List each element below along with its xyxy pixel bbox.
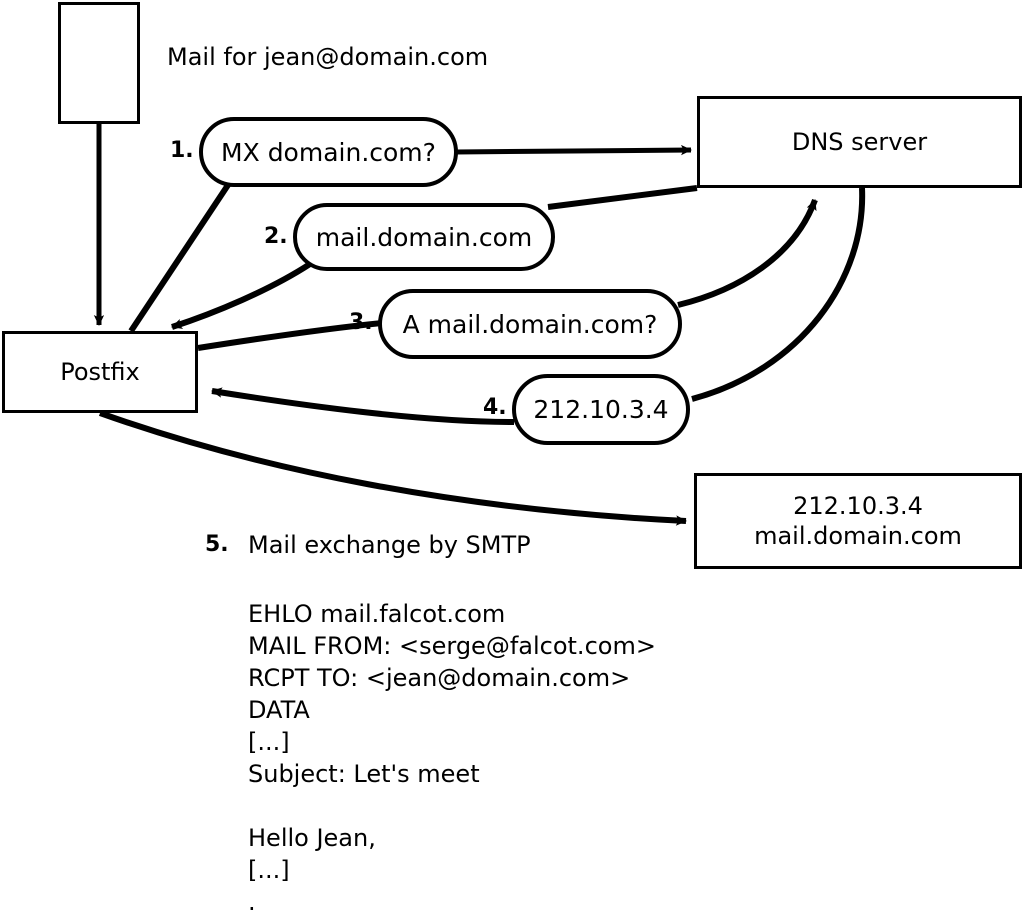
dns-server-box[interactable]: DNS server xyxy=(697,96,1022,188)
step-number-2: 2. xyxy=(264,224,288,249)
bubble-a-query[interactable]: A mail.domain.com? xyxy=(378,289,682,359)
sender-host-box[interactable] xyxy=(58,2,140,124)
tail-step2-to-dns xyxy=(547,185,698,210)
dns-server-label: DNS server xyxy=(791,128,928,156)
bubble-a-answer-label: 212.10.3.4 xyxy=(533,395,669,424)
remote-mail-server-ip: 212.10.3.4 xyxy=(793,492,923,520)
arrow-step1-to-dns xyxy=(455,144,692,156)
arrow-step4-to-postfix xyxy=(211,387,515,425)
step-number-1: 1. xyxy=(170,138,194,163)
remote-mail-server-label: 212.10.3.4 mail.domain.com xyxy=(697,491,1019,551)
bubble-mx-query-label: MX domain.com? xyxy=(221,137,436,167)
postfix-box[interactable]: Postfix xyxy=(2,331,198,413)
arrow-step2-to-postfix xyxy=(171,261,312,330)
bubble-mx-query[interactable]: MX domain.com? xyxy=(199,117,458,187)
arrow-smtp-postfix-to-remote xyxy=(98,410,687,526)
bubble-a-query-label: A mail.domain.com? xyxy=(402,309,658,339)
step-number-3: 3. xyxy=(349,310,373,335)
bubble-mx-answer[interactable]: mail.domain.com xyxy=(293,203,555,271)
page-title: Mail for jean@domain.com xyxy=(167,43,489,71)
arrow-step3-to-dns xyxy=(677,198,818,308)
remote-mail-server-box[interactable]: 212.10.3.4 mail.domain.com xyxy=(694,473,1022,569)
bubble-mx-answer-label: mail.domain.com xyxy=(315,222,533,252)
step-number-4: 4. xyxy=(483,395,507,420)
smtp-transcript: EHLO mail.falcot.com MAIL FROM: <serge@f… xyxy=(248,600,656,916)
postfix-label: Postfix xyxy=(60,358,140,386)
bubble-a-answer[interactable]: 212.10.3.4 xyxy=(512,374,690,445)
smtp-exchange-caption: Mail exchange by SMTP xyxy=(248,531,531,559)
tail-step1-to-postfix xyxy=(128,183,231,333)
step-number-5: 5. xyxy=(205,532,229,557)
remote-mail-server-host: mail.domain.com xyxy=(754,522,962,550)
tail-step4-to-dns xyxy=(691,187,866,402)
